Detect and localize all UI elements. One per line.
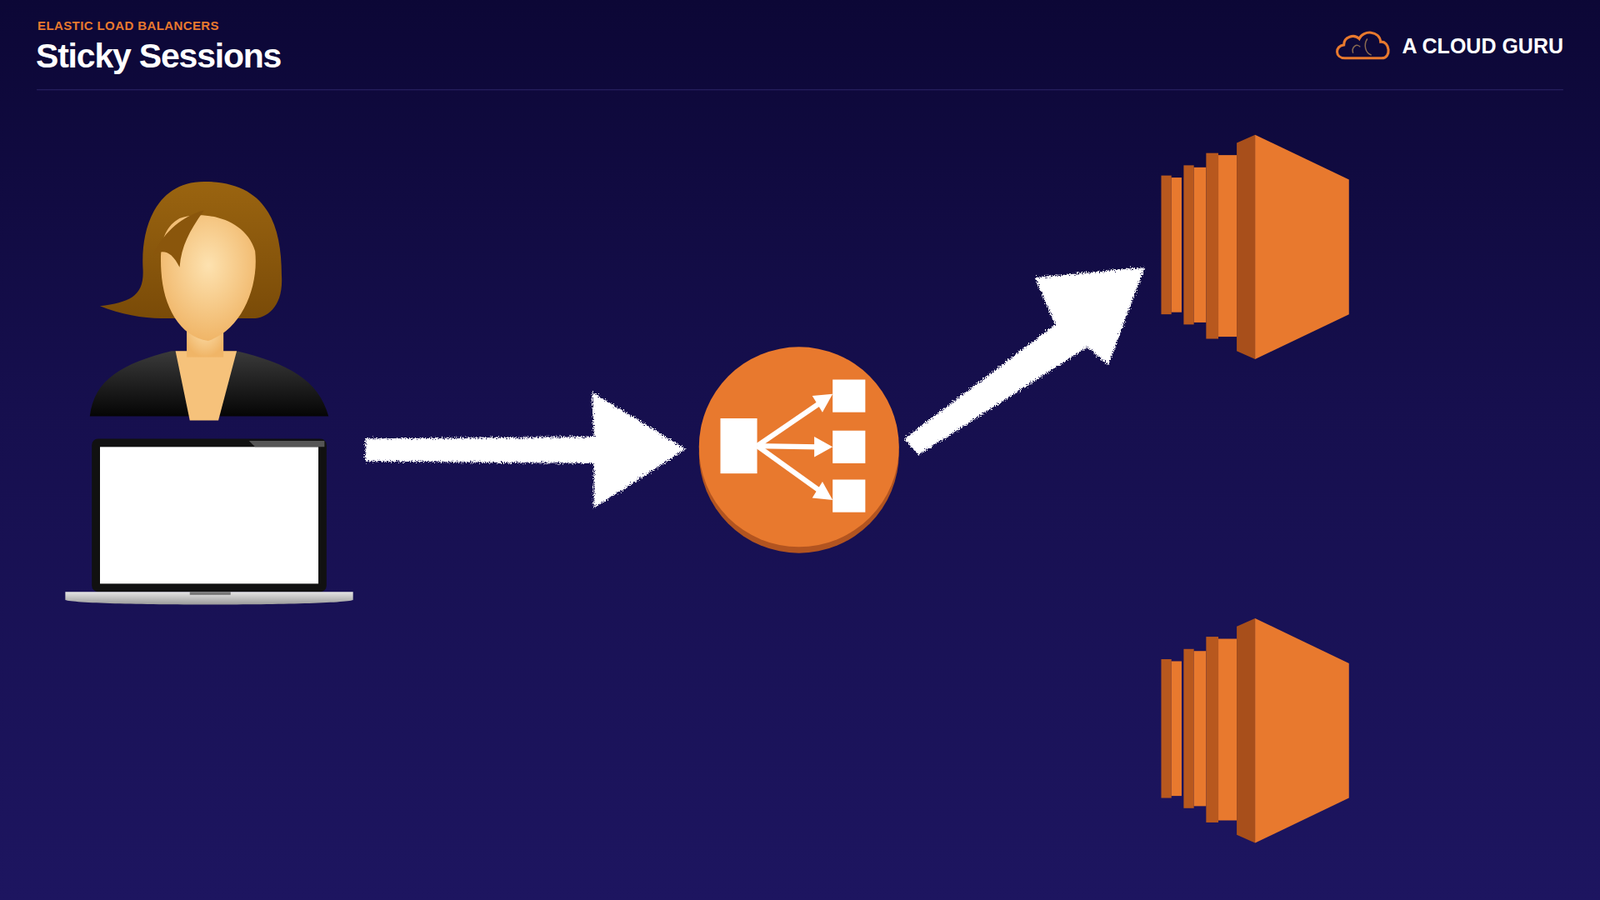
- logo-wordmark: A CLOUD GURU: [1401, 34, 1564, 59]
- slide-title: Sticky Sessions: [35, 36, 281, 76]
- laptop-icon: [65, 439, 353, 605]
- ec2-instance-icon: [1160, 135, 1349, 360]
- divider-line: [36, 89, 1564, 90]
- chalk-arrow: [904, 267, 1145, 455]
- user-figure: [90, 181, 330, 421]
- section-kicker: ELASTIC LOAD BALANCERS: [37, 18, 220, 33]
- ec2-instance-icon: [1160, 618, 1349, 843]
- logo-cloud: [1337, 32, 1390, 59]
- load-balancer-icon: [699, 346, 900, 553]
- chalk-arrow: [365, 391, 685, 509]
